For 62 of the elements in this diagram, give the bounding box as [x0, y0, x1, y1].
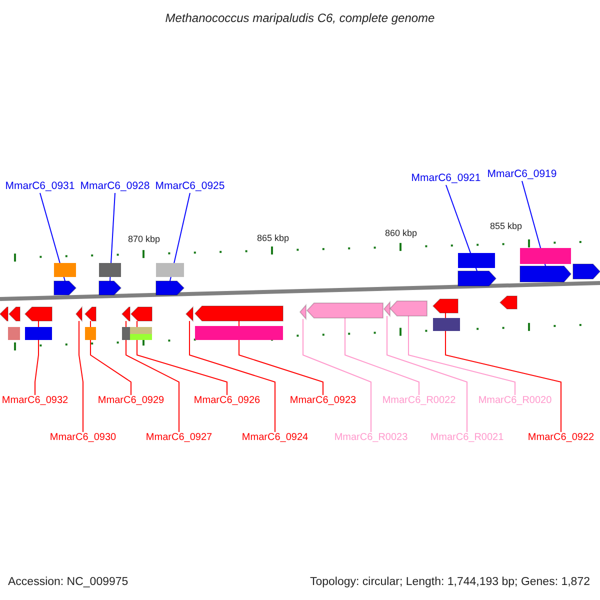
gene-label: MmarC6_R0023	[334, 432, 408, 444]
leader-line	[136, 320, 228, 396]
gene-feature	[54, 280, 77, 296]
category-box	[156, 263, 184, 277]
gene-feature	[572, 264, 600, 280]
leader-line	[344, 318, 420, 396]
gene-feature	[0, 306, 8, 322]
gene-label: MmarC6_R0021	[430, 432, 504, 444]
gene-feature	[458, 270, 497, 286]
leader-line	[90, 320, 132, 396]
gene-label: MmarC6_0919	[487, 168, 557, 180]
gene-feature	[8, 306, 20, 322]
leader-line	[40, 192, 66, 282]
scale-label: 865 kbp	[257, 232, 290, 244]
scale-label: 870 kbp	[128, 233, 160, 245]
gene-label: MmarC6_0927	[146, 432, 212, 444]
leader-line	[445, 312, 562, 432]
title: Methanococcus maripaludis C6, complete genome	[165, 12, 435, 24]
genome-info-text: Topology: circular; Length: 1,744,193 bp; Genes: 1,872	[310, 576, 590, 588]
gene-label: MmarC6_0926	[194, 395, 260, 407]
category-box	[54, 263, 76, 277]
gene-label: MmarC6_0930	[50, 432, 116, 444]
leader-line	[408, 316, 516, 396]
gene-label: MmarC6_R0022	[382, 395, 456, 407]
category-box	[8, 327, 20, 340]
category-box	[25, 327, 52, 340]
gene-label: MmarC6_0928	[80, 180, 150, 192]
category-box	[85, 327, 96, 340]
gene-label: MmarC6_0925	[155, 180, 225, 192]
category-box	[520, 248, 571, 264]
scale-label: 855 kbp	[490, 220, 522, 232]
gene-label: MmarC6_0923	[290, 395, 356, 407]
gene-feature	[98, 280, 122, 296]
gene-feature	[156, 280, 185, 296]
leader-line	[110, 192, 116, 282]
category-box	[130, 327, 152, 334]
category-box	[195, 326, 283, 340]
gene-feature	[84, 306, 96, 322]
category-box	[458, 253, 495, 268]
leader-line	[238, 320, 324, 396]
leader-line	[386, 316, 468, 432]
gene-label: MmarC6_0921	[411, 172, 481, 184]
category-box	[99, 263, 121, 277]
category-box	[130, 334, 152, 340]
accession-text: Accession: NC_009975	[8, 576, 128, 588]
gene-label: MmarC6_0932	[2, 395, 68, 407]
gene-label: MmarC6_0924	[242, 432, 308, 444]
gene-feature	[432, 298, 458, 314]
category-box	[433, 318, 460, 331]
leader-line	[78, 320, 84, 432]
leader-line	[189, 320, 276, 432]
gene-label: MmarC6_0931	[5, 180, 75, 192]
leader-line	[126, 320, 180, 432]
gene-label: MmarC6_0922	[528, 432, 594, 444]
leader-line	[302, 318, 372, 432]
gene-label: MmarC6_0929	[98, 395, 164, 407]
scale-label: 860 kbp	[385, 227, 418, 239]
gene-feature	[75, 306, 82, 322]
gene-feature	[499, 296, 518, 310]
category-box	[122, 327, 130, 340]
gene-label: MmarC6_R0020	[478, 395, 552, 407]
gene-feature	[24, 306, 52, 322]
